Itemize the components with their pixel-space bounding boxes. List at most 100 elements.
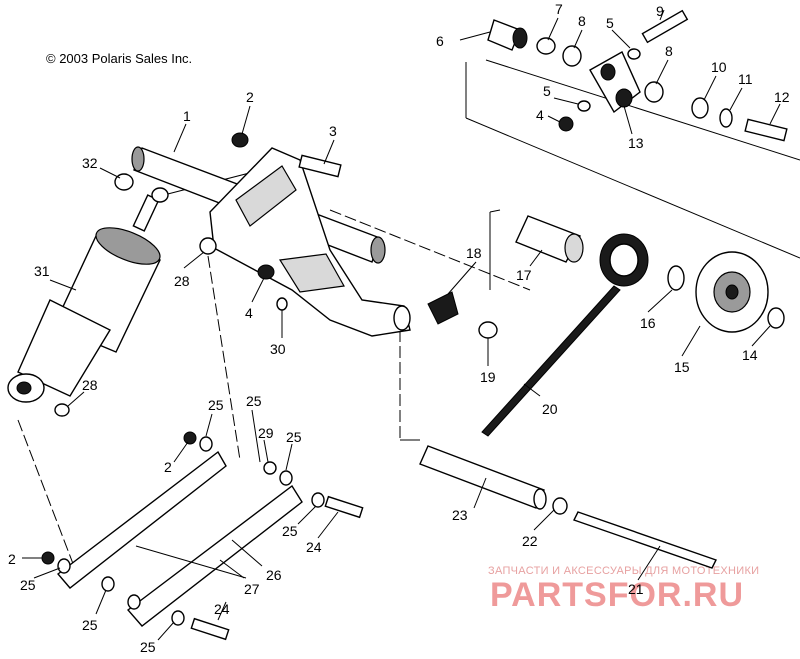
top-right-hardware [487, 9, 788, 142]
leader-8b [655, 59, 669, 85]
leader-25d [297, 505, 317, 525]
callout-18: 18 [466, 245, 482, 261]
callout-13: 13 [628, 135, 644, 151]
washer-part-16 [667, 265, 685, 291]
bushing-part-6 [487, 19, 521, 51]
washer-part-25g [171, 610, 185, 626]
leader-25a [205, 413, 213, 437]
leader-31 [49, 279, 77, 291]
sleeve-part-17-end [564, 233, 584, 263]
bushing-part-8 [562, 45, 582, 67]
leader-5a [611, 29, 631, 49]
leader-21 [637, 545, 661, 581]
callout-25e: 25 [20, 577, 36, 593]
shaft-part-21 [573, 511, 717, 569]
callout-5b: 5 [606, 15, 614, 31]
sleeve-part-23 [419, 445, 545, 509]
leader-25b [251, 409, 261, 463]
callout-19: 19 [480, 369, 496, 385]
guide-line [207, 255, 241, 461]
shock-absorber-part-31 [7, 187, 169, 403]
guide-line [485, 59, 800, 161]
leader-24a [217, 601, 227, 621]
leader-16 [647, 289, 673, 313]
leader-3 [323, 139, 335, 165]
spring-coil-center [609, 243, 639, 277]
leader-22 [533, 509, 555, 531]
guide-line [329, 209, 531, 291]
leader-15 [681, 325, 701, 357]
assembly-guide-lines [17, 59, 800, 583]
callout-16: 16 [640, 315, 656, 331]
callout-labels: 1 2 3 4 5 6 7 8 9 8 5 4 10 11 12 13 14 1… [8, 1, 790, 655]
washer-part-7 [536, 37, 556, 55]
copyright-text: © 2003 Polaris Sales Inc. [46, 51, 192, 66]
callout-24b: 24 [306, 539, 322, 555]
callout-14: 14 [742, 347, 758, 363]
adjuster-part-18 [427, 291, 459, 325]
leader-17 [529, 249, 543, 267]
guide-line [17, 419, 81, 583]
washer-part-25f [127, 594, 141, 610]
callout-31: 31 [34, 263, 50, 279]
leader-8a [573, 29, 583, 49]
leader-24b [317, 511, 339, 539]
idler-assembly [427, 215, 785, 437]
bolt-part-12 [744, 118, 788, 142]
bracket-bore [393, 305, 411, 331]
callout-2b: 2 [164, 459, 172, 475]
nut-part-4b [558, 116, 574, 132]
bushing-part-29 [263, 461, 277, 475]
callout-leaders [22, 9, 781, 641]
nut-part-2 [231, 132, 249, 148]
leader-4a [251, 277, 265, 303]
callout-27: 27 [244, 581, 260, 597]
washer-part-25c [311, 492, 325, 508]
bracket-detail [278, 253, 345, 293]
arm-part-27 [56, 450, 227, 589]
callout-1: 1 [183, 108, 191, 124]
leader-28a [183, 251, 205, 269]
leader-23 [473, 477, 487, 509]
callout-26: 26 [266, 567, 282, 583]
leader-27 [219, 559, 245, 579]
washer-part-25 [199, 436, 213, 452]
leader-12 [769, 103, 781, 125]
leader-2b [173, 441, 189, 463]
leader-14 [751, 325, 771, 347]
leader-25f [95, 589, 107, 615]
callout-8: 8 [578, 13, 586, 29]
callout-11: 11 [738, 71, 753, 87]
watermark: ЗАПЧАСТИ И АКСЕССУАРЫ ДЛЯ МОТОТЕХНИКИ PA… [488, 565, 759, 614]
callout-25d: 25 [282, 523, 298, 539]
arm-part-13 [589, 51, 641, 114]
callout-8b: 8 [665, 43, 673, 59]
pivot-arm-bracket [209, 147, 411, 337]
callout-28a: 28 [174, 273, 190, 289]
shock-eye-hole [16, 381, 32, 395]
washer-part-5 [627, 48, 641, 60]
sleeve-part-23-end [533, 488, 547, 510]
callout-24: 24 [214, 601, 230, 617]
shaft-spline-end [370, 236, 386, 264]
callout-32: 32 [82, 155, 98, 171]
callout-10: 10 [711, 59, 727, 75]
leader-25e [33, 567, 61, 579]
leader-10 [703, 75, 717, 101]
callout-7: 7 [555, 1, 563, 17]
leader-25c [285, 443, 293, 471]
callout-25g: 25 [140, 639, 156, 654]
shaft-spline-end [131, 146, 145, 172]
arm-part-26 [126, 484, 303, 627]
shock-cap [95, 227, 161, 265]
bushing-part-6-end [512, 27, 528, 49]
callout-6: 6 [436, 33, 444, 49]
shock-body [17, 299, 111, 397]
idler-wheel-bore [725, 284, 739, 300]
callout-25a: 25 [208, 397, 224, 413]
guide-line [489, 209, 501, 213]
callout-22: 22 [522, 533, 538, 549]
callout-12: 12 [774, 89, 790, 105]
